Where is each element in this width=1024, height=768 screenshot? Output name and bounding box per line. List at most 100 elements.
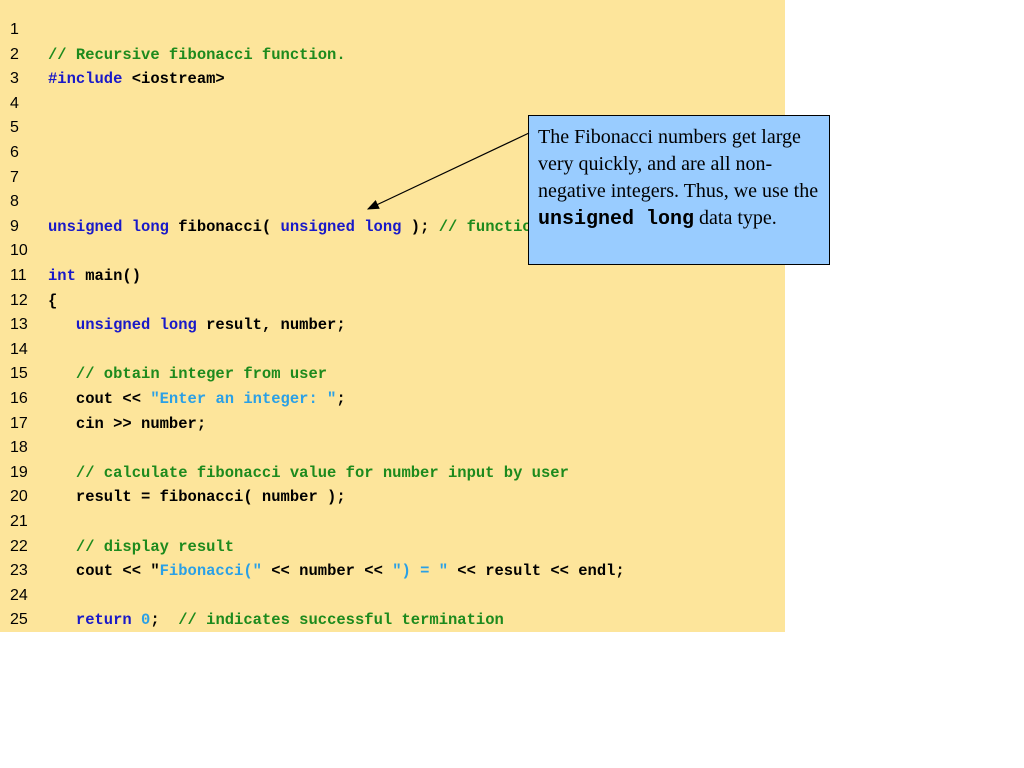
code-text: result = fibonacci( number ); <box>48 487 346 507</box>
code-line: 20 result = fibonacci( number ); <box>0 487 785 511</box>
code-token-plain <box>48 316 76 334</box>
code-token-plain <box>48 365 76 383</box>
code-line: 19 // calculate fibonacci value for numb… <box>0 463 785 487</box>
code-text: // obtain integer from user <box>48 364 327 384</box>
code-line: 25 return 0; // indicates successful ter… <box>0 610 785 634</box>
code-token-plain: ); <box>401 217 439 236</box>
callout-text-after: data type. <box>694 207 777 229</box>
code-text: cin >> number; <box>48 414 206 434</box>
code-token-string: ") = " <box>392 562 448 581</box>
code-token-keyword: unsigned long <box>48 217 169 236</box>
line-number: 3 <box>10 70 19 88</box>
code-token-plain: main() <box>75 267 142 285</box>
code-token-comment: // obtain integer from user <box>75 365 328 384</box>
code-line: 8 <box>0 192 785 216</box>
code-token-keyword: unsigned long <box>75 316 197 335</box>
code-token-comment: // indicates successful termination <box>178 611 504 630</box>
line-number: 21 <box>10 513 28 530</box>
line-number: 16 <box>10 390 28 407</box>
line-number: 18 <box>10 439 28 457</box>
line-number: 24 <box>10 586 28 604</box>
line-number: 5 <box>10 119 19 137</box>
code-line: 17 cin >> number; <box>0 414 785 438</box>
code-text: int main() <box>48 266 141 286</box>
code-line: 2 // Recursive fibonacci function. <box>0 45 785 69</box>
code-token-plain: ; <box>336 390 346 408</box>
code-line: 15 // obtain integer from user <box>0 364 785 388</box>
code-line: 1 <box>0 20 785 44</box>
code-line: 10 <box>0 241 785 265</box>
code-line: 5 <box>0 118 785 142</box>
code-line: 18 <box>0 438 785 462</box>
code-token-plain <box>48 611 76 629</box>
line-number: 15 <box>10 365 28 383</box>
code-line: 16 cout << "Enter an integer: "; <box>0 389 785 413</box>
line-number: 4 <box>10 94 19 112</box>
code-token-plain: << number << <box>261 562 393 581</box>
code-text: // display result <box>48 537 234 557</box>
code-token-plain <box>132 611 141 629</box>
code-line: 4 <box>0 94 785 118</box>
code-text: #include <iostream> <box>48 69 225 89</box>
line-number: 2 <box>10 45 19 63</box>
code-token-plain: cin >> number; <box>48 414 207 433</box>
line-number: 11 <box>10 267 27 284</box>
code-text: // calculate fibonacci value for number … <box>48 463 569 483</box>
code-text: return 0; // indicates successful termin… <box>48 610 504 630</box>
code-token-string: Fibonacci(" <box>159 562 262 581</box>
code-token-number: 0 <box>141 611 151 630</box>
line-number: 9 <box>10 217 19 235</box>
code-line: 11 int main() <box>0 266 785 290</box>
line-number: 7 <box>10 168 19 186</box>
code-text: cout << "Enter an integer: "; <box>48 389 346 409</box>
line-number: 13 <box>10 316 28 334</box>
line-number: 10 <box>10 242 28 260</box>
code-text: // Recursive fibonacci function. <box>48 45 346 65</box>
code-text: { <box>48 291 57 311</box>
line-number: 1 <box>10 21 19 38</box>
callout-note: The Fibonacci numbers get large very qui… <box>528 115 830 265</box>
code-text: cout << "Fibonacci(" << number << ") = "… <box>48 561 625 581</box>
code-token-plain: result, number; <box>196 316 346 335</box>
code-token-plain: { <box>48 291 58 310</box>
code-token-plain: << result << endl; <box>448 562 625 581</box>
code-token-comment: // display result <box>75 537 235 556</box>
code-token-comment: // calculate fibonacci value for number … <box>75 463 569 482</box>
line-number: 20 <box>10 488 28 506</box>
line-number: 19 <box>10 463 28 481</box>
code-line: 3 #include <iostream> <box>0 69 785 93</box>
line-number: 8 <box>10 193 19 211</box>
code-token-plain <box>48 464 76 482</box>
code-line: 12 { <box>0 291 785 315</box>
line-number: 6 <box>10 144 19 161</box>
code-token-plain: <iostream> <box>122 70 225 89</box>
code-token-keyword: int <box>48 267 76 285</box>
code-text: unsigned long result, number; <box>48 315 346 335</box>
line-number: 12 <box>10 291 28 309</box>
code-token-keyword: return <box>75 611 132 630</box>
code-line: 6 <box>0 143 785 167</box>
code-token-keyword: unsigned long <box>280 217 402 236</box>
code-line: 7 <box>0 168 785 192</box>
callout-text-before: The Fibonacci numbers get large very qui… <box>538 126 819 202</box>
code-token-plain: ; <box>150 611 179 630</box>
line-number: 22 <box>10 537 28 555</box>
line-number: 23 <box>10 562 28 580</box>
code-token-plain: result = fibonacci( number ); <box>48 488 346 507</box>
code-line: 22 // display result <box>0 537 785 561</box>
code-token-comment: // Recursive fibonacci function. <box>48 45 346 64</box>
line-number: 14 <box>10 340 28 358</box>
code-token-plain: cout << " <box>48 562 160 581</box>
code-token-plain: fibonacci( <box>168 217 281 236</box>
code-token-keyword: #include <box>48 70 123 89</box>
code-line: 14 <box>0 340 785 364</box>
code-token-string: "Enter an integer: " <box>150 390 337 408</box>
code-token-plain: cout << <box>48 390 151 408</box>
code-line: 13 unsigned long result, number; <box>0 315 785 339</box>
line-number: 17 <box>10 414 28 432</box>
code-line: 23 cout << "Fibonacci(" << number << ") … <box>0 561 785 585</box>
callout-code-term: unsigned long <box>538 208 695 231</box>
code-line: 21 <box>0 512 785 536</box>
line-number: 25 <box>10 611 28 629</box>
